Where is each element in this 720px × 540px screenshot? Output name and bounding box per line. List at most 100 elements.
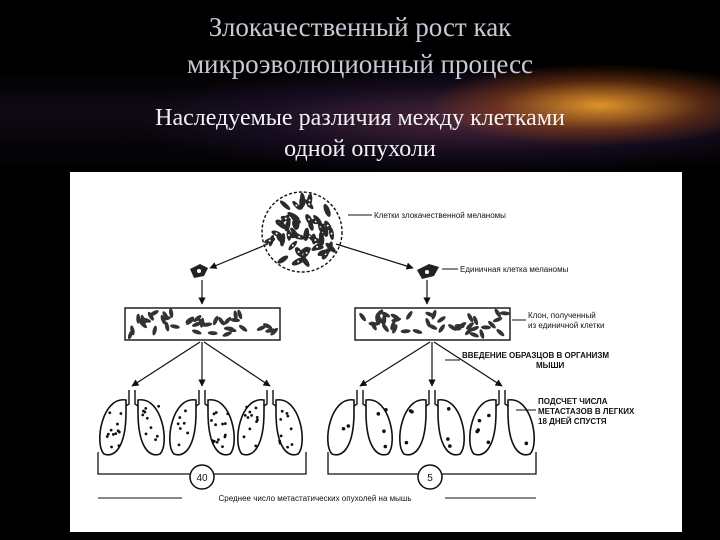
lungs-row <box>99 390 535 456</box>
metastasis-dot <box>154 438 157 442</box>
clone-cell <box>199 317 205 328</box>
clone-cell <box>438 324 446 333</box>
clone-cell <box>238 324 248 332</box>
metastasis-dot <box>144 407 148 410</box>
label-clone-line1: Клон, полученный <box>528 311 596 320</box>
metastasis-dot <box>178 427 182 430</box>
clone-cell <box>406 310 413 320</box>
metastasis-dot <box>116 429 120 433</box>
melanoma-cell <box>290 215 301 224</box>
slide-title-line1: Злокачественный рост как <box>208 12 512 42</box>
metastasis-dot <box>487 413 491 418</box>
clone-cell <box>169 308 174 318</box>
diagram-panel: 40 5 Среднее число метастатических опухо… <box>70 172 682 532</box>
metastasis-dot <box>408 409 413 413</box>
clone-cell <box>400 329 411 334</box>
melanoma-cell <box>325 242 336 253</box>
melanoma-cell <box>279 232 286 247</box>
label-count-line1: ПОДСЧЕТ ЧИСЛА <box>538 397 608 406</box>
clone-cell <box>270 327 279 336</box>
clone-cell <box>390 313 400 320</box>
metastasis-dot <box>279 417 283 421</box>
arrow-cluster-left <box>209 243 269 269</box>
clone-cell <box>496 329 505 337</box>
metastasis-dot <box>182 421 186 425</box>
clone-cell <box>382 323 389 333</box>
melanoma-cells <box>264 192 336 267</box>
melanoma-cell <box>277 255 289 264</box>
slide-subtitle-line2: одной опухоли <box>284 136 436 162</box>
metastasis-dot <box>214 411 218 414</box>
clone-cell <box>222 331 232 337</box>
clone-cell <box>370 321 377 331</box>
metastasis-dot <box>214 423 217 427</box>
clone-cell <box>448 324 457 331</box>
metastasis-dot <box>382 429 386 434</box>
metastasis-dot <box>143 410 147 414</box>
metastasis-dot <box>177 443 181 447</box>
metastasis-dot <box>278 441 282 445</box>
metastasis-dot <box>178 416 182 419</box>
single-cell-right <box>417 264 439 279</box>
metastasis-dot <box>215 440 219 444</box>
clone-cell <box>164 321 170 332</box>
clone-cell <box>185 317 195 325</box>
slide-title-line2: микроэволюционный процесс <box>186 49 534 79</box>
average-circle-right <box>417 464 443 490</box>
label-melanoma-cells: Клетки злокачественной меланомы <box>374 211 506 220</box>
clone-cell <box>359 312 367 322</box>
clone-cell <box>237 309 243 320</box>
clone-cell <box>152 325 157 336</box>
clone-cell <box>191 329 202 335</box>
melanoma-cell <box>323 227 329 237</box>
metastasis-dot <box>256 418 259 422</box>
single-cell-left <box>190 264 208 278</box>
metastasis-dot <box>524 441 529 446</box>
metastasis-dot <box>446 437 450 441</box>
metastasis-dot <box>109 428 113 432</box>
metastasis-dot <box>446 407 451 411</box>
metastasis-dot <box>246 416 250 419</box>
clone-cell <box>499 311 510 316</box>
clone-cell <box>480 325 491 330</box>
lung-icon <box>237 390 303 456</box>
melanoma-cell <box>300 255 310 267</box>
metastasis-dot <box>376 412 381 416</box>
metastasis-dot <box>341 426 346 431</box>
lung-icon <box>399 390 465 456</box>
clone-cell <box>492 317 503 323</box>
clone-cell <box>218 316 225 326</box>
clone-cell <box>191 321 202 327</box>
metastasis-dot <box>145 416 149 420</box>
metastasis-dot <box>114 432 118 436</box>
clone-cell <box>223 316 232 325</box>
clone-cell <box>207 331 218 336</box>
clone-cell <box>390 320 396 331</box>
label-injection-line2: МЫШИ <box>536 361 565 370</box>
melanoma-cell <box>323 203 331 217</box>
metastasis-dot <box>243 413 247 417</box>
metastasis-dot <box>477 418 482 423</box>
metastasis-dot <box>248 427 252 431</box>
clone-cell <box>139 320 148 329</box>
clone-cell <box>263 323 273 329</box>
clone-strip-right <box>354 307 511 341</box>
lung-icon <box>469 390 535 456</box>
metastasis-dot <box>157 404 161 408</box>
melanoma-cell <box>284 219 291 232</box>
metastasis-dot <box>404 440 409 445</box>
metastasis-dot <box>290 443 294 446</box>
clone-cell <box>256 325 267 331</box>
metastasis-dot <box>210 419 213 422</box>
clone-strip-left <box>124 307 281 341</box>
clone-cell <box>233 310 238 321</box>
metastasis-dot <box>105 435 109 438</box>
melanoma-cell <box>299 246 309 255</box>
metastasis-dot <box>119 412 123 415</box>
metastasis-dot <box>248 410 252 414</box>
clone-cell <box>193 315 202 323</box>
arrows-strip-lungs <box>131 341 503 387</box>
diagram-svg: 40 5 Среднее число метастатических опухо… <box>97 191 635 503</box>
clone-cell <box>265 328 275 333</box>
average-right: 5 <box>427 473 433 484</box>
